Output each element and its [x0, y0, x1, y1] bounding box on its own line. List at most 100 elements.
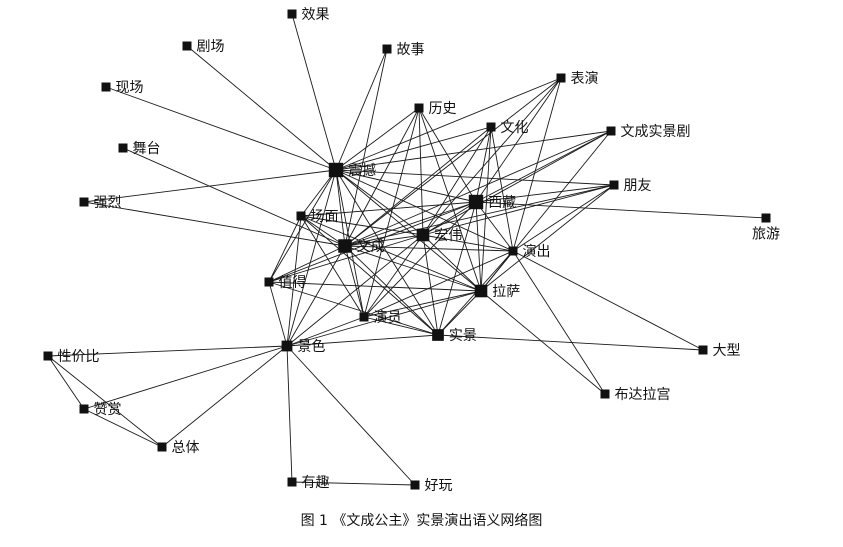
edge-wencheng-zhide — [268, 245, 346, 283]
edge-wenhua-wencheng — [344, 126, 492, 247]
edge-jingse-haowan — [286, 345, 416, 486]
node-marker — [600, 389, 610, 399]
edge-zhide-lasa — [268, 281, 482, 292]
edge-lishi-yanyuan — [363, 107, 420, 318]
node-marker — [281, 340, 293, 352]
node-label: 宏伟 — [434, 228, 462, 244]
node-marker — [43, 351, 53, 361]
node-marker — [414, 103, 424, 113]
edge-zhenhan-xizang — [335, 169, 477, 203]
node-haowan: 好玩 — [410, 478, 453, 494]
node-lvyou: 旅游 — [752, 213, 780, 243]
edge-xizang-wencheng — [344, 201, 477, 247]
edge-hongwei-jingse — [286, 234, 424, 347]
edge-yanchu-lasa — [480, 250, 514, 292]
edge-youqu-haowan — [291, 481, 416, 486]
node-label: 效果 — [302, 7, 330, 23]
edge-wenhua-lasa — [480, 126, 492, 292]
edge-zongti-jingse — [161, 345, 288, 448]
edge-zhenhan-hongwei — [335, 169, 424, 236]
edge-pengyou-yanchu — [512, 184, 615, 252]
edge-biaoyan-yanchu — [512, 77, 562, 252]
node-marker — [761, 213, 771, 223]
node-wencheng: 文成 — [338, 239, 385, 255]
edge-zhide-hongwei — [268, 234, 424, 283]
edge-hongwei-yanyuan — [363, 234, 424, 318]
node-marker — [556, 73, 566, 83]
node-marker — [118, 143, 128, 153]
edge-biaoyan-xizang — [475, 77, 562, 203]
edge-biaoyan-hongwei — [422, 77, 562, 236]
edge-jingse-yanyuan — [286, 316, 365, 347]
edge-wenchengsjj-hongwei — [422, 130, 612, 236]
node-gushi: 故事 — [382, 42, 425, 58]
edge-zhide-jingse — [268, 281, 288, 347]
node-wutai: 舞台 — [118, 141, 161, 157]
edge-lishi-hongwei — [418, 107, 424, 236]
node-marker — [486, 122, 496, 132]
edge-lishi-xizang — [418, 107, 477, 203]
edge-changmian-zhide — [268, 215, 302, 283]
edge-wencheng-jingse — [286, 245, 346, 347]
edge-zhenhan-shijing — [335, 169, 439, 336]
edge-wenhua-xizang — [475, 126, 492, 203]
edge-xianchang-zhenhan — [105, 86, 337, 171]
edge-biaoyan-wencheng — [344, 77, 562, 247]
node-yanchu: 演出 — [508, 244, 551, 260]
node-label: 西藏 — [488, 195, 516, 211]
edge-zongti-zanshang — [83, 408, 163, 448]
node-marker — [287, 477, 297, 487]
edge-wencheng-shijing — [344, 245, 439, 336]
node-wenhua: 文化 — [486, 120, 529, 136]
node-label: 演员 — [374, 310, 402, 326]
edge-wencheng-lasa — [344, 245, 482, 292]
node-label: 文化 — [501, 120, 529, 136]
edge-zongti-xingjiabi — [47, 355, 163, 448]
edge-xizang-yanyuan — [363, 201, 477, 318]
edge-lishi-lasa — [418, 107, 482, 292]
node-marker — [287, 9, 297, 19]
node-label: 演出 — [523, 244, 551, 260]
edge-wutai-wencheng — [122, 147, 346, 247]
node-marker — [508, 246, 518, 256]
edge-wenchengsjj-wencheng — [344, 130, 612, 247]
edge-xiaoguo-zhenhan — [291, 13, 337, 171]
node-marker — [474, 284, 488, 298]
node-xiaoguo: 效果 — [287, 7, 330, 23]
node-marker — [359, 312, 369, 322]
node-label: 好玩 — [425, 478, 453, 494]
node-marker — [410, 480, 420, 490]
node-label: 有趣 — [302, 475, 330, 491]
node-label: 强烈 — [94, 195, 122, 211]
edge-zhenhan-changmian — [300, 169, 337, 217]
edge-xizang-changmian — [300, 201, 477, 217]
node-label: 景色 — [297, 338, 325, 355]
edge-hongwei-shijing — [422, 234, 439, 336]
node-xingjiabi: 性价比 — [43, 349, 100, 365]
edge-lasa-jingse — [286, 290, 482, 347]
edge-lishi-zhenhan — [335, 107, 420, 171]
node-marker — [382, 44, 392, 54]
node-qianglie: 强烈 — [79, 195, 122, 211]
node-label: 文成 — [357, 239, 385, 255]
edge-youqu-jingse — [286, 345, 293, 483]
node-marker — [101, 82, 111, 92]
node-marker — [468, 194, 484, 210]
edge-xizang-shijing — [437, 201, 477, 336]
edge-qianglie-wencheng — [83, 201, 346, 247]
edge-gushi-zhenhan — [335, 48, 388, 171]
node-lasa: 拉萨 — [474, 284, 520, 300]
edge-lasa-shijing — [437, 290, 482, 336]
node-marker — [182, 41, 192, 51]
edge-yanchu-yanyuan — [363, 250, 514, 318]
node-label: 故事 — [397, 42, 425, 58]
edge-xizang-hongwei — [422, 201, 477, 236]
node-marker — [432, 329, 444, 341]
node-marker — [79, 404, 89, 414]
node-marker — [606, 126, 616, 136]
edge-yanchu-budalagong — [512, 250, 606, 395]
edge-qianglie-zhenhan — [83, 169, 337, 203]
node-label: 历史 — [429, 101, 457, 117]
edge-lasa-budalagong — [480, 290, 606, 395]
node-label: 文成实景剧 — [621, 124, 691, 140]
